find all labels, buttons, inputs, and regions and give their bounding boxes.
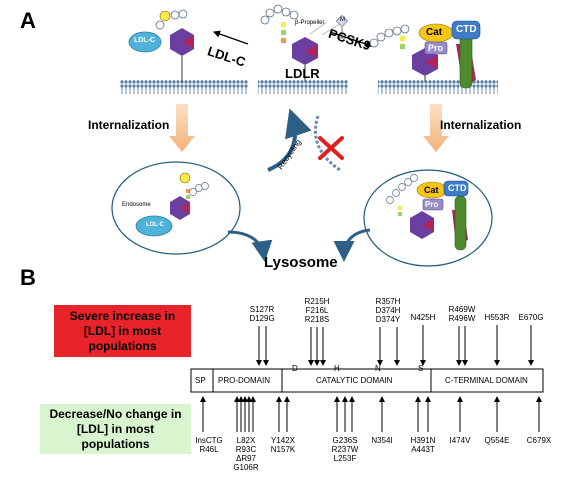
lof-mutation-label: C679X: [526, 436, 552, 445]
panel-a-letter: A: [20, 8, 36, 33]
endosome-right-content: [386, 174, 469, 251]
residue-n: N: [375, 364, 381, 373]
lof-mutation-label: InsCTG R46L: [195, 436, 223, 454]
coreceptor-label: coreceptor: [450, 38, 458, 73]
red-cross: [318, 136, 344, 160]
ldlr-receptor: [260, 4, 349, 82]
lof-mutation-label: I474V: [449, 436, 471, 445]
lof-mutation-label: G236S R237W L253F: [331, 436, 359, 463]
membrane-left: [120, 80, 248, 94]
pro-label: Pro: [428, 43, 444, 53]
ldlr-ldlc-complex-top: [128, 9, 194, 82]
membrane-right: [378, 80, 498, 94]
beta-propeller-label: β-Propeller: [295, 20, 325, 26]
residue-d: D: [292, 364, 298, 373]
pcsk9-ldlr-complex-top: [369, 20, 481, 89]
lysosome-label: Lysosome: [264, 254, 338, 271]
gof-mutation-label: R357H D374H D374Y: [375, 297, 401, 324]
lof-mutation-label: Q554E: [484, 436, 510, 445]
ldlc-ellipse-label: LDL-C: [134, 37, 155, 44]
ldlc-arrow: [212, 30, 249, 45]
domain-cterminal: C-TERMINAL DOMAIN: [445, 376, 528, 385]
gof-mutation-label: R215H F216L R218S: [304, 297, 330, 324]
recycling-blocked-arrow: [313, 115, 341, 172]
internalization-right-label: Internalization: [440, 118, 522, 132]
gof-mutation-label: S127R D129G: [249, 305, 275, 323]
endosome-ldlc-label: LDL-C: [146, 222, 164, 228]
ldlr-label: LDLR: [285, 66, 320, 81]
severe-box-text: Severe increase in [LDL] in most populat…: [69, 308, 176, 353]
pcsk9-arrow: [329, 31, 374, 48]
internalization-left-label: Internalization: [88, 118, 170, 132]
lysosome-arrow-right: [333, 228, 371, 262]
cat-label: Cat: [426, 27, 443, 38]
endosome-left-content: [135, 172, 209, 237]
ctd-label: CTD: [456, 24, 477, 35]
pro-label-endosome: Pro: [425, 200, 439, 209]
domain-catalytic: CATALYTIC DOMAIN: [316, 376, 393, 385]
gof-mutation-label: E670G: [518, 313, 544, 322]
lysosome-arrow-left: [227, 230, 273, 262]
lof-mutation-label: Y142X N157K: [270, 436, 296, 454]
lof-mutation-label: N354I: [371, 436, 393, 445]
residue-h: H: [334, 364, 340, 373]
lof-mutation-label: L82X R93C ΔR97 G106R: [233, 436, 259, 472]
domain-bar: [190, 368, 544, 393]
membrane-center: [258, 80, 348, 94]
gof-mutation-label: N425H: [410, 313, 436, 322]
cat-label-endosome: Cat: [424, 185, 439, 195]
ctd-label-endosome: CTD: [448, 183, 467, 193]
pcsk9-tag: M: [340, 17, 345, 23]
panel-b-letter: B: [20, 265, 36, 290]
recycling-arrow: [267, 108, 312, 172]
gof-mutation-label: R469W R496W: [448, 305, 476, 323]
internalization-arrow-right: [423, 104, 449, 152]
endosome-label: Endosome: [122, 202, 151, 208]
domain-sp: SP: [195, 376, 206, 385]
severe-box: [54, 305, 191, 357]
decrease-box-text: Decrease/No change in [LDL] in most popu…: [49, 406, 182, 451]
decrease-box: [40, 404, 191, 454]
domain-pro: PRO-DOMAIN: [218, 376, 270, 385]
coreceptor-label-endosome: coreceptor: [447, 206, 454, 236]
lof-mutation-label: H391N A443T: [410, 436, 436, 454]
mutation-arrows: [200, 325, 542, 432]
residue-s: S: [418, 364, 424, 373]
internalization-arrow-left: [169, 104, 195, 152]
gof-mutation-label: H553R: [484, 313, 510, 322]
